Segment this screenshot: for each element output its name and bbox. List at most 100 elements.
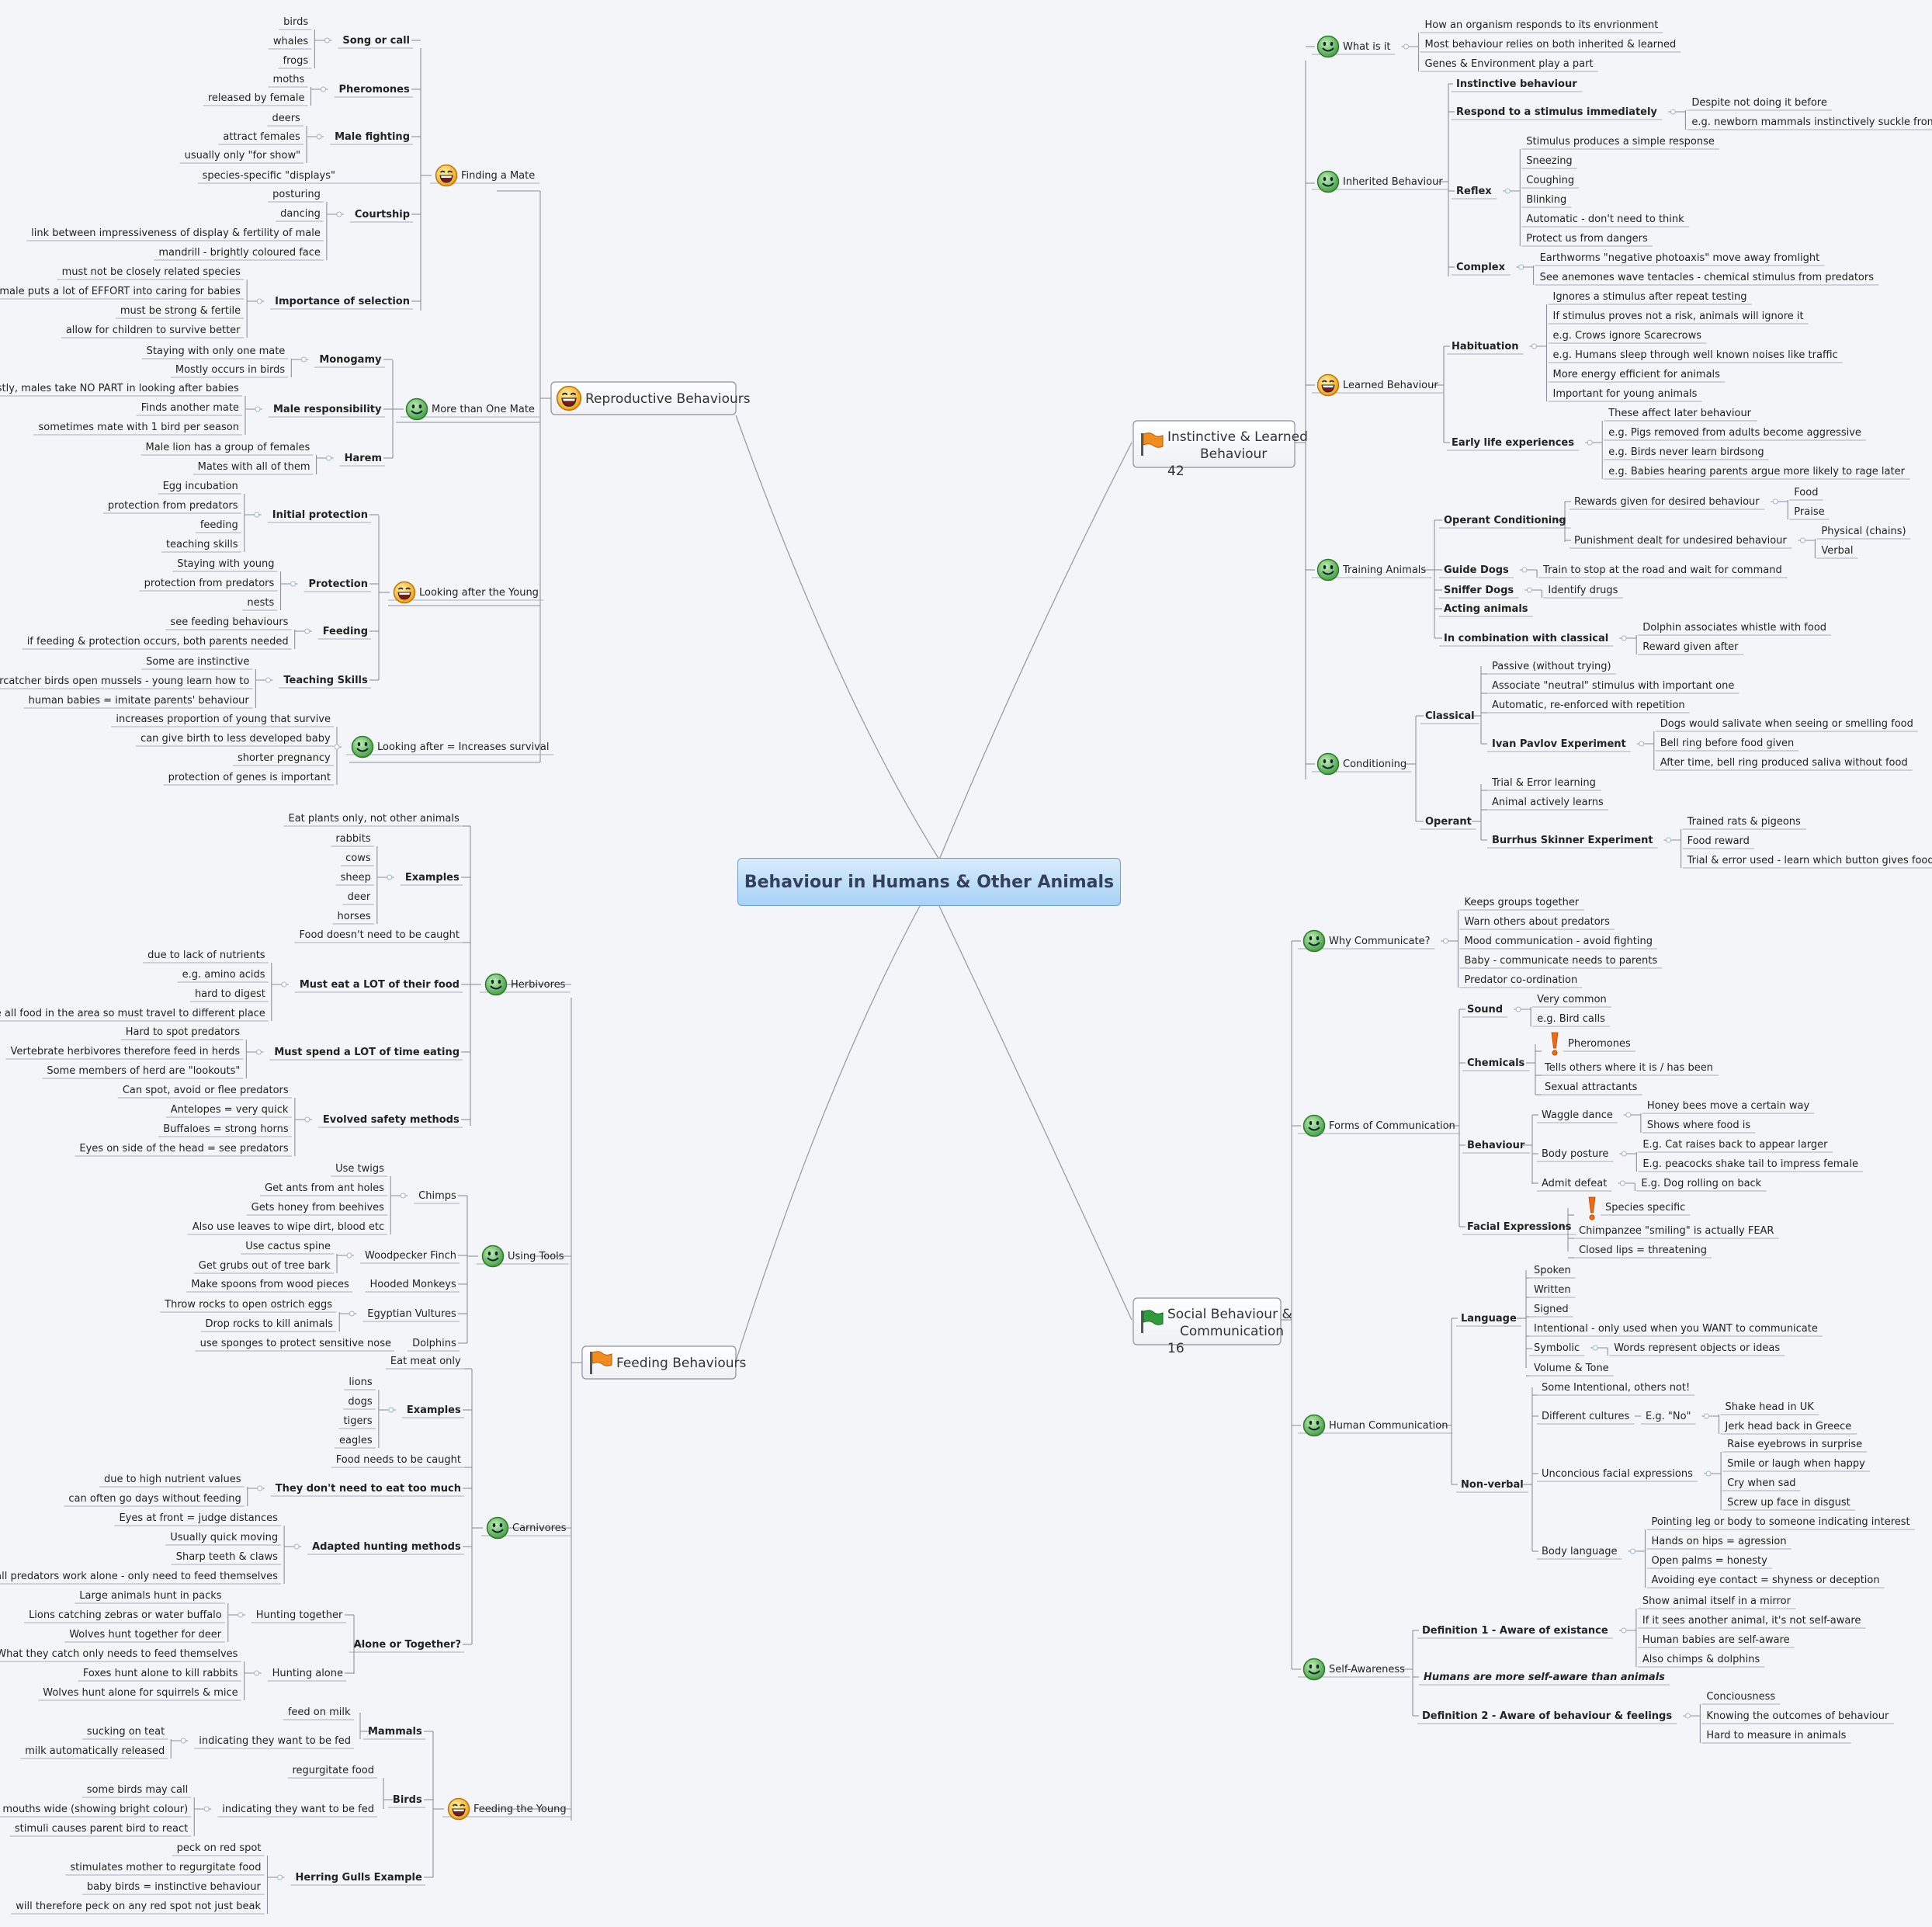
node-soc-human-nonverbal-cultures-label[interactable]: Different cultures bbox=[1542, 1411, 1629, 1422]
collapse-toggle[interactable] bbox=[293, 1543, 300, 1550]
node-feed-fyoung-gulls-items-3[interactable]: will therefore peck on any red spot not … bbox=[16, 1901, 261, 1912]
node-repro-more-male-items-0[interactable]: Mostly, males take NO PART in looking af… bbox=[0, 383, 239, 394]
node-feed-carn-hunt-items-3[interactable]: Small predators work alone - only need t… bbox=[0, 1571, 278, 1582]
node-repro-mate-species[interactable]: species-specific "displays" bbox=[203, 170, 335, 182]
collapse-toggle[interactable] bbox=[349, 1311, 355, 1317]
node-repro-young-init-items-1[interactable]: protection from predators bbox=[108, 500, 238, 512]
node-repro-surv-items-2[interactable]: shorter pregnancy bbox=[238, 752, 331, 764]
node-feed-carn-much-items-1[interactable]: can often go days without feeding bbox=[68, 1493, 241, 1505]
node-soc-human-nonverbal-body-items-3[interactable]: Avoiding eye contact = shyness or decept… bbox=[1651, 1575, 1879, 1586]
collapse-toggle[interactable] bbox=[300, 356, 307, 363]
node-repro-mate-fight-items-1[interactable]: attract females bbox=[223, 131, 300, 143]
node-feed-tools-vult-items-1[interactable]: Drop rocks to kill animals bbox=[206, 1318, 334, 1330]
node-soc-forms-chem-items-1[interactable]: Tells others where it is / has been bbox=[1544, 1062, 1713, 1074]
node-soc-forms-sound-label[interactable]: Sound bbox=[1467, 1004, 1503, 1016]
node-repro-mate-song-label[interactable]: Song or call bbox=[342, 35, 410, 47]
node-soc-human-lang-items-1[interactable]: Written bbox=[1534, 1284, 1571, 1296]
node-repro-mate-court-items-2[interactable]: link between impressiveness of display &… bbox=[31, 227, 321, 239]
main-topic-main-repro[interactable] bbox=[550, 381, 737, 415]
node-soc-forms-beh-defeat-item[interactable]: E.g. Dog rolling on back bbox=[1641, 1178, 1761, 1189]
node-feed-carn-hunt-label[interactable]: Adapted hunting methods bbox=[312, 1541, 461, 1553]
node-feed-carn-meat[interactable]: Eat meat only bbox=[390, 1356, 461, 1367]
node-soc-why-items-0[interactable]: Keeps groups together bbox=[1464, 897, 1579, 908]
node-soc-forms-label[interactable]: Forms of Communication bbox=[1329, 1120, 1455, 1132]
node-feed-herb-lot-label[interactable]: Must eat a LOT of their food bbox=[300, 979, 460, 991]
collapse-toggle[interactable] bbox=[1504, 188, 1511, 194]
node-feed-fyoung-birds-items-0[interactable]: some birds may call bbox=[87, 1784, 188, 1796]
node-feed-herb-lot-items-2[interactable]: hard to digest bbox=[195, 988, 265, 1000]
node-inst-train-combo-label[interactable]: In combination with classical bbox=[1444, 633, 1608, 644]
node-inst-learn-label[interactable]: Learned Behaviour bbox=[1343, 380, 1438, 391]
node-feed-herb-lot-items-0[interactable]: due to lack of nutrients bbox=[147, 950, 265, 961]
node-inst-cond-operant-skinner-items-2[interactable]: Trial & error used - learn which button … bbox=[1687, 855, 1932, 866]
collapse-toggle[interactable] bbox=[1403, 43, 1410, 50]
node-repro-mate-fight-items-2[interactable]: usually only "for show" bbox=[185, 150, 300, 161]
collapse-toggle[interactable] bbox=[1531, 343, 1538, 349]
node-feed-carn-hunt-items-0[interactable]: Eyes at front = judge distances bbox=[119, 1512, 278, 1524]
node-feed-herb-ex-items-2[interactable]: sheep bbox=[341, 872, 371, 884]
node-repro-surv-label[interactable]: Looking after = Increases survival bbox=[377, 741, 549, 753]
node-feed-carn-alone-together-items-0[interactable]: Large animals hunt in packs bbox=[79, 1590, 221, 1602]
node-repro-more-harem-label[interactable]: Harem bbox=[345, 453, 382, 464]
collapse-toggle[interactable] bbox=[326, 455, 332, 461]
node-inst-inh-complex-label[interactable]: Complex bbox=[1456, 262, 1506, 273]
node-feed-carn-ex-items-2[interactable]: tigers bbox=[344, 1415, 373, 1427]
node-inst-train-guide-label[interactable]: Guide Dogs bbox=[1444, 564, 1509, 576]
node-soc-forms-beh-label[interactable]: Behaviour bbox=[1467, 1140, 1525, 1151]
node-soc-human-lang-volume[interactable]: Volume & Tone bbox=[1534, 1363, 1609, 1374]
node-inst-inh-respond-items-1[interactable]: e.g. newborn mammals instinctively suckl… bbox=[1691, 116, 1932, 128]
node-inst-cond-operant-skinner-items-1[interactable]: Food reward bbox=[1687, 835, 1750, 847]
node-soc-human-lang-symbolic[interactable]: Symbolic bbox=[1534, 1342, 1580, 1354]
node-inst-learn-hab-items-5[interactable]: Important for young animals bbox=[1553, 388, 1698, 400]
node-repro-young-teach-items-2[interactable]: human babies = imitate parents' behaviou… bbox=[29, 695, 250, 707]
node-soc-forms-face-items-2[interactable]: Closed lips = threatening bbox=[1579, 1245, 1707, 1256]
node-inst-learn-hab-items-4[interactable]: More energy efficient for animals bbox=[1553, 369, 1721, 380]
collapse-toggle[interactable] bbox=[1619, 1180, 1625, 1186]
node-repro-mate-phero-items-1[interactable]: released by female bbox=[208, 92, 305, 104]
node-inst-inh-label[interactable]: Inherited Behaviour bbox=[1343, 176, 1443, 188]
node-soc-forms-beh-waggle-label[interactable]: Waggle dance bbox=[1542, 1109, 1613, 1121]
node-feed-carn-alone-together-items-2[interactable]: Wolves hunt together for deer bbox=[69, 1629, 222, 1641]
node-soc-human-label[interactable]: Human Communication bbox=[1329, 1420, 1448, 1432]
node-soc-why-items-3[interactable]: Baby - communicate needs to parents bbox=[1464, 955, 1657, 967]
collapse-toggle[interactable] bbox=[1705, 1470, 1712, 1477]
node-feed-fyoung-birds-items-2[interactable]: stimuli causes parent bird to react bbox=[15, 1823, 188, 1835]
node-inst-what-items-2[interactable]: Genes & Environment play a part bbox=[1425, 58, 1594, 70]
collapse-toggle[interactable] bbox=[1621, 1151, 1627, 1157]
node-inst-inh-reflex-items-0[interactable]: Stimulus produces a simple response bbox=[1526, 136, 1715, 148]
node-repro-mate-court-items-1[interactable]: dancing bbox=[280, 208, 321, 220]
collapse-toggle[interactable] bbox=[388, 1407, 394, 1413]
node-inst-train-combo-items-0[interactable]: Dolphin associates whistle with food bbox=[1642, 622, 1826, 634]
node-soc-forms-face-label[interactable]: Facial Expressions bbox=[1467, 1221, 1572, 1233]
node-repro-mate-select-items-3[interactable]: allow for children to survive better bbox=[66, 325, 241, 336]
node-feed-herb-label[interactable]: Herbivores bbox=[511, 979, 566, 991]
node-feed-carn-alone-together-label[interactable]: Hunting together bbox=[256, 1609, 343, 1621]
collapse-toggle[interactable] bbox=[1666, 837, 1672, 843]
node-feed-tools-wood-label[interactable]: Woodpecker Finch bbox=[365, 1250, 456, 1262]
collapse-toggle[interactable] bbox=[1639, 741, 1645, 747]
node-soc-human-nonverbal-cultures-eg[interactable]: E.g. "No" bbox=[1646, 1411, 1691, 1422]
node-feed-carn-ex-items-3[interactable]: eagles bbox=[339, 1435, 373, 1446]
node-feed-herb-ex-items-4[interactable]: horses bbox=[338, 911, 371, 922]
collapse-toggle[interactable] bbox=[290, 581, 297, 587]
node-repro-mate-court-items-0[interactable]: posturing bbox=[272, 189, 321, 200]
node-repro-young-label[interactable]: Looking after the Young bbox=[419, 587, 539, 599]
node-repro-mate-court-label[interactable]: Courtship bbox=[355, 209, 410, 220]
node-inst-inh-reflex-items-3[interactable]: Blinking bbox=[1526, 194, 1566, 206]
collapse-toggle[interactable] bbox=[304, 1116, 310, 1123]
node-feed-tools-chimps-items-3[interactable]: Also use leaves to wipe dirt, blood etc bbox=[193, 1221, 384, 1233]
node-feed-carn-alone-solo-items-1[interactable]: Foxes hunt alone to kill rabbits bbox=[83, 1668, 238, 1679]
node-soc-human-nonverbal-body-items-0[interactable]: Pointing leg or body to someone indicati… bbox=[1651, 1516, 1909, 1528]
collapse-toggle[interactable] bbox=[387, 874, 393, 880]
node-inst-train-guide-item[interactable]: Train to stop at the road and wait for c… bbox=[1542, 564, 1782, 576]
node-soc-self-def1-items-3[interactable]: Also chimps & dolphins bbox=[1642, 1654, 1760, 1665]
node-soc-forms-beh-posture-items-1[interactable]: E.g. peacocks shake tail to impress fema… bbox=[1642, 1158, 1858, 1170]
collapse-toggle[interactable] bbox=[276, 1874, 283, 1880]
node-feed-fyoung-birds-label[interactable]: Birds bbox=[393, 1794, 422, 1806]
main-topic-main-social[interactable] bbox=[1132, 1297, 1282, 1345]
node-inst-learn-early-label[interactable]: Early life experiences bbox=[1452, 437, 1574, 449]
node-soc-self-def2-label[interactable]: Definition 2 - Aware of behaviour & feel… bbox=[1422, 1710, 1672, 1722]
node-inst-train-oper-punish[interactable]: Punishment dealt for undesired behaviour bbox=[1574, 535, 1787, 547]
node-feed-tools-vult-label[interactable]: Egyptian Vultures bbox=[367, 1308, 456, 1320]
node-feed-carn-much-items-0[interactable]: due to high nutrient values bbox=[104, 1474, 241, 1485]
